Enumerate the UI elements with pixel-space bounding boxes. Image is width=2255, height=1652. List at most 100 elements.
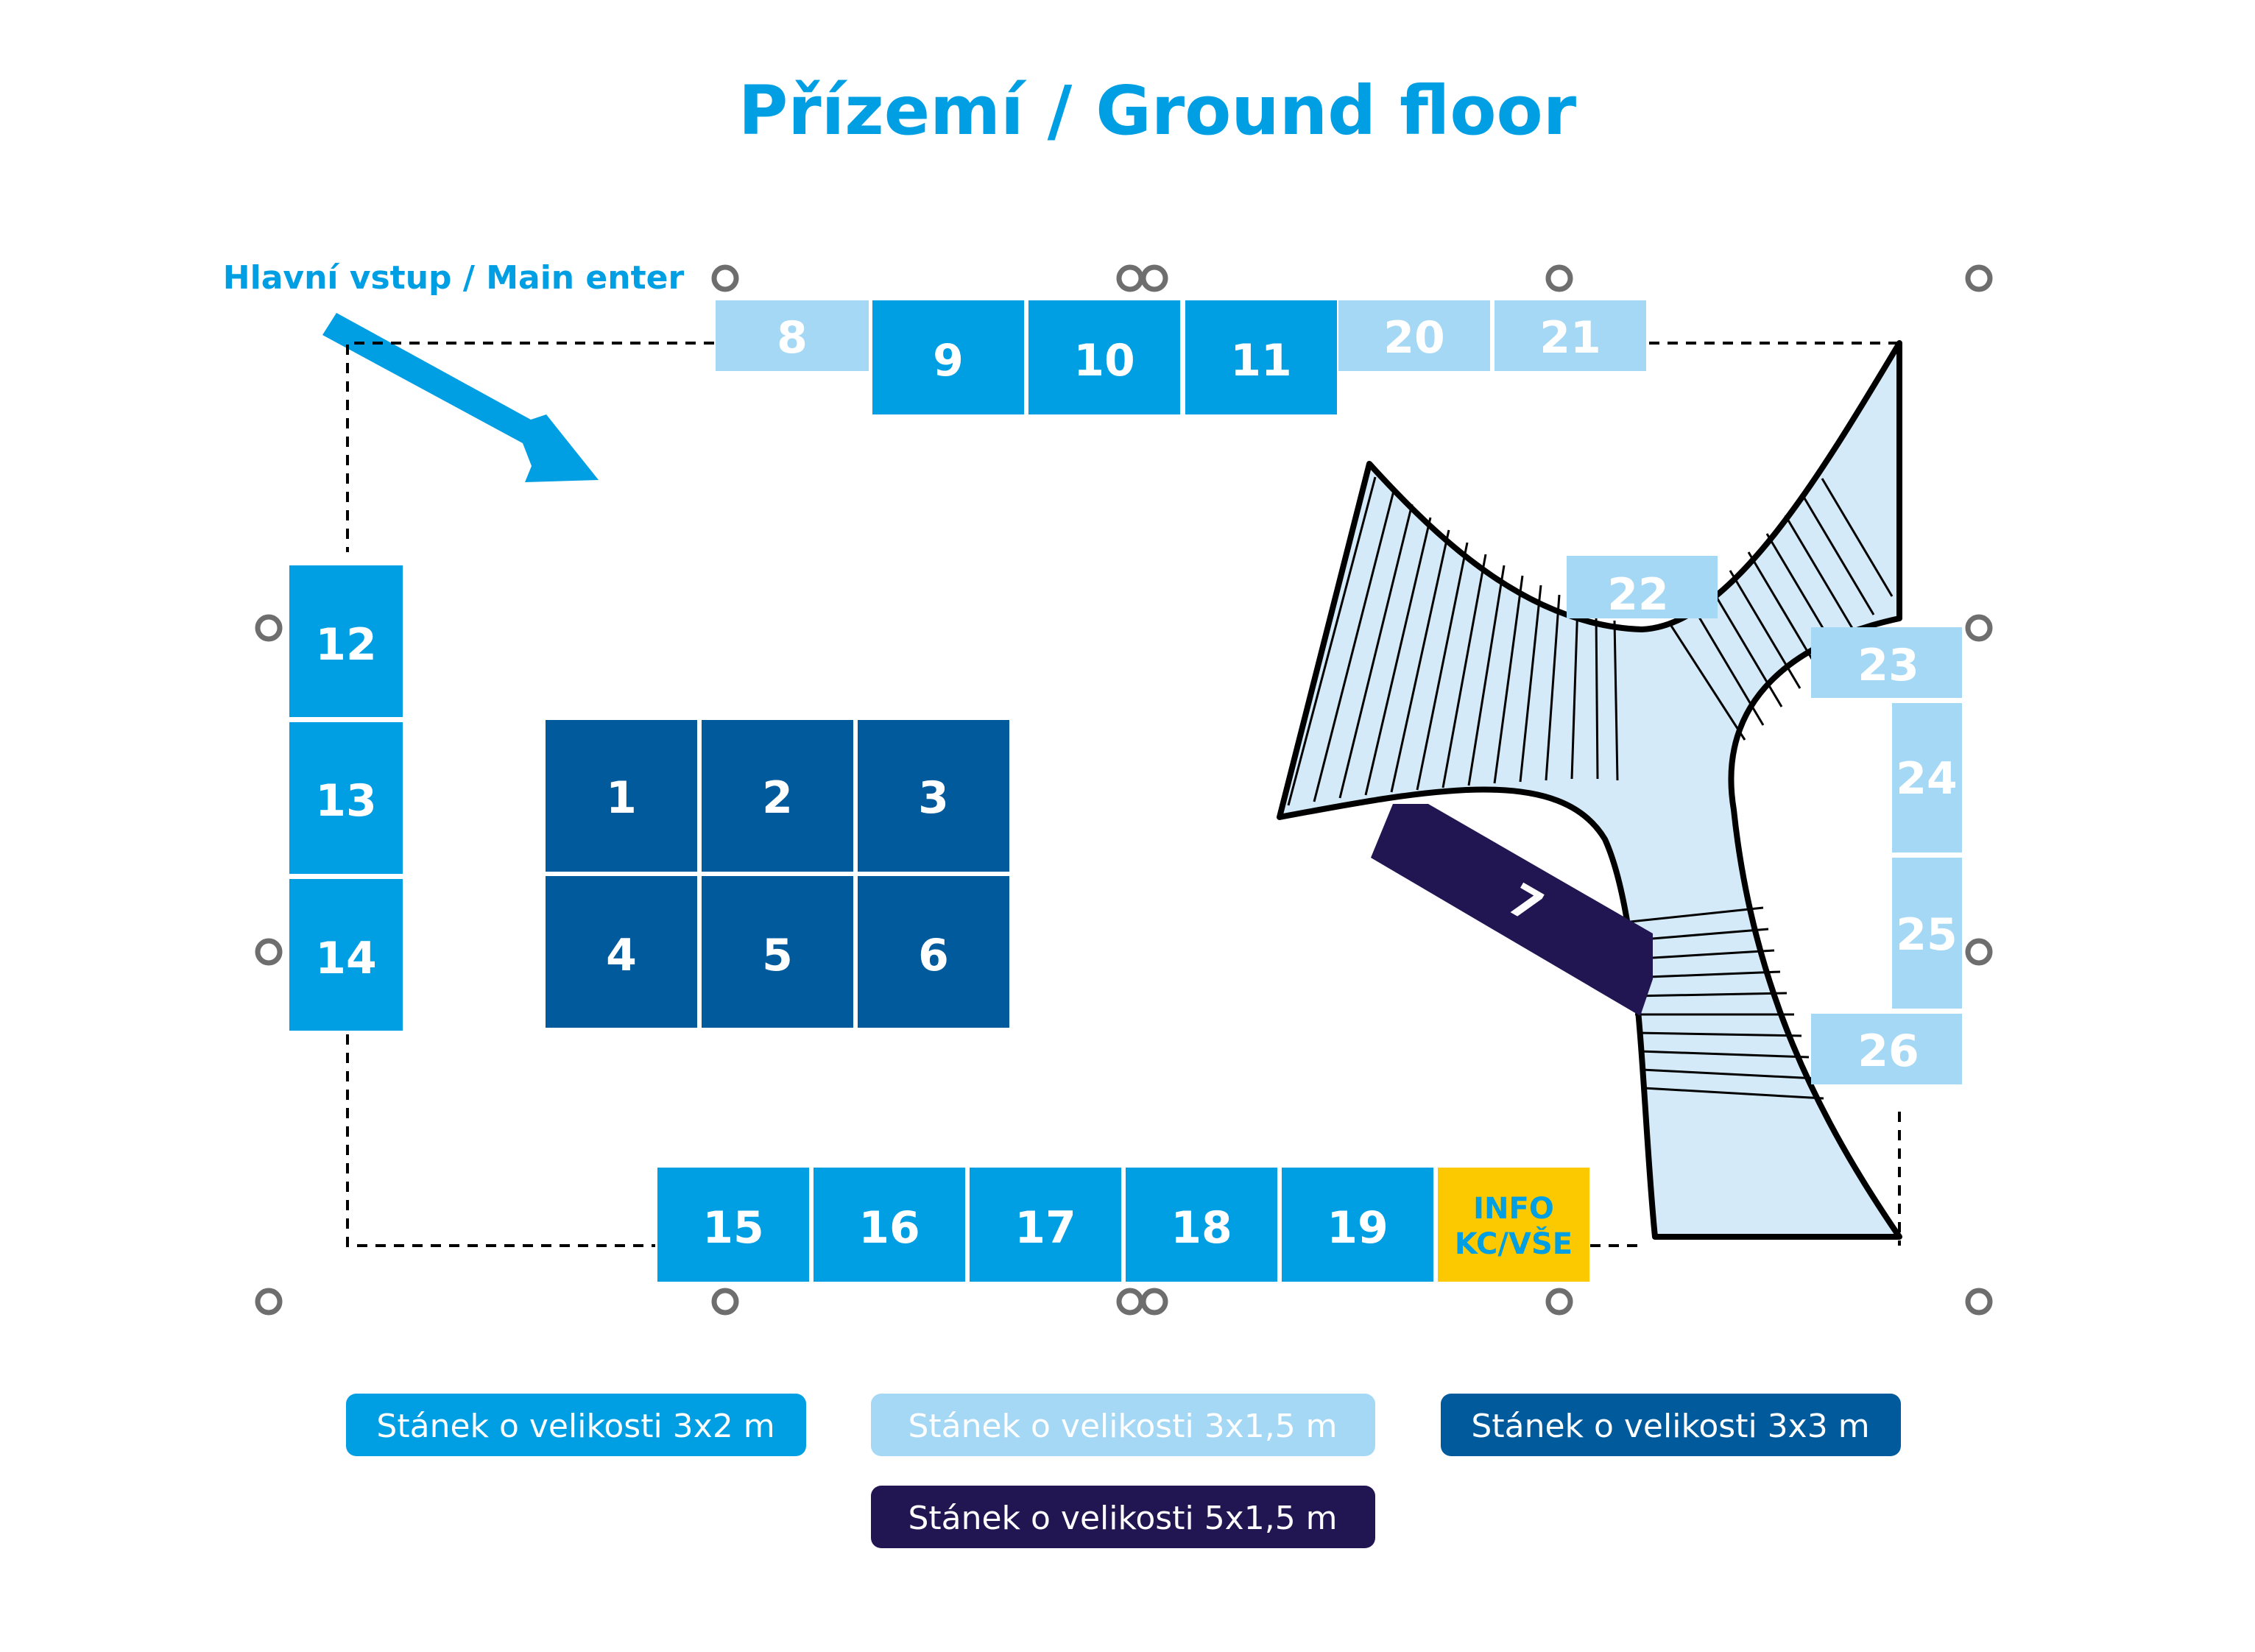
booth-6[interactable]: 6	[858, 876, 1009, 1028]
booth-20-number: 20	[1383, 312, 1445, 364]
column-icon	[255, 1288, 283, 1316]
stair-steps	[1287, 476, 1894, 1100]
booth-10[interactable]: 10	[1028, 300, 1180, 414]
booth-10-number: 10	[1073, 335, 1135, 386]
column-icon	[1545, 264, 1573, 292]
booth-12[interactable]: 12	[289, 565, 403, 717]
booth-6-box	[858, 876, 1009, 1028]
legend-swatch-3x1_5	[871, 1394, 1375, 1456]
booth-16-box	[814, 1168, 965, 1282]
booth-2[interactable]: 2	[702, 720, 853, 872]
booth-9[interactable]: 9	[872, 300, 1024, 414]
booth-24-number: 24	[1896, 753, 1958, 805]
booth-12-box	[289, 565, 403, 717]
column-icon	[711, 264, 739, 292]
column-icon	[1965, 938, 1993, 966]
entrance-label: Hlavní vstup / Main enter	[223, 259, 685, 297]
booth-4-box	[546, 876, 697, 1028]
booth-26-number: 26	[1857, 1026, 1919, 1077]
booth-23-box	[1811, 627, 1962, 698]
column-icon	[1965, 614, 1993, 642]
page-title: Přízemí / Ground floor	[738, 71, 1577, 150]
booth-4[interactable]: 4	[546, 876, 697, 1028]
booth-16[interactable]: 16	[814, 1168, 965, 1282]
booth-23[interactable]: 23	[1811, 627, 1962, 698]
legend-label-3x2: Stánek o velikosti 3x2 m	[376, 1408, 774, 1445]
booth-8-number: 8	[777, 312, 808, 364]
booth-21[interactable]: 21	[1494, 300, 1646, 371]
booth-7-box	[1371, 804, 1653, 1016]
column-icon	[1965, 1288, 1993, 1316]
booth-24[interactable]: 24	[1892, 703, 1962, 853]
booth-19[interactable]: 19	[1282, 1168, 1433, 1282]
booth-25[interactable]: 25	[1892, 858, 1962, 1009]
info-booth[interactable]: INFO KC/VŠE	[1438, 1168, 1589, 1282]
booth-3-box	[858, 720, 1009, 872]
legend: Stánek o velikosti 3x2 m Stánek o veliko…	[346, 1394, 1901, 1548]
column-icon	[1140, 264, 1168, 292]
booth-6-number: 6	[918, 930, 949, 981]
booth-14-number: 14	[315, 933, 377, 984]
column-icon	[255, 614, 283, 642]
booth-22-number: 22	[1607, 569, 1669, 621]
booth-16-number: 16	[858, 1202, 920, 1254]
room-boundary	[346, 342, 1901, 1247]
booth-13-number: 13	[315, 775, 377, 827]
booth-11[interactable]: 11	[1185, 300, 1337, 414]
booth-9-number: 9	[933, 335, 964, 386]
booth-19-number: 19	[1327, 1202, 1388, 1254]
booth-23-number: 23	[1857, 640, 1919, 691]
booth-5-number: 5	[762, 930, 793, 981]
legend-item-3x2: Stánek o velikosti 3x2 m	[346, 1394, 806, 1456]
legend-swatch-3x3	[1441, 1394, 1901, 1456]
booth-14[interactable]: 14	[289, 879, 403, 1031]
booth-25-number: 25	[1896, 909, 1958, 961]
booth-15-box	[657, 1168, 809, 1282]
legend-item-3x1_5: Stánek o velikosti 3x1,5 m	[871, 1394, 1375, 1456]
booth-15-number: 15	[702, 1202, 764, 1254]
booth-13-box	[289, 722, 403, 874]
legend-swatch-3x2	[346, 1394, 806, 1456]
staircase	[1277, 340, 1902, 1240]
booth-17[interactable]: 17	[970, 1168, 1121, 1282]
booth-24-box	[1892, 703, 1962, 853]
booth-9-box	[872, 300, 1024, 414]
booth-19-box	[1282, 1168, 1433, 1282]
booth-18-box	[1126, 1168, 1277, 1282]
booth-25-box	[1892, 858, 1962, 1009]
booth-1-box	[546, 720, 697, 872]
legend-label-3x1_5: Stánek o velikosti 3x1,5 m	[908, 1408, 1337, 1445]
column-icon	[711, 1288, 739, 1316]
booth-21-number: 21	[1539, 312, 1601, 364]
booth-22-box	[1567, 556, 1718, 618]
booth-5[interactable]: 5	[702, 876, 853, 1028]
info-booth-line2: KC/VŠE	[1455, 1226, 1573, 1261]
booth-8[interactable]: 8	[716, 300, 869, 371]
booth-3[interactable]: 3	[858, 720, 1009, 872]
entrance-arrow-icon	[322, 313, 599, 482]
booth-7[interactable]: 7	[1371, 804, 1653, 1016]
booth-18[interactable]: 18	[1126, 1168, 1277, 1282]
booth-2-box	[702, 720, 853, 872]
column-icon	[1116, 1288, 1144, 1316]
booth-22[interactable]: 22	[1567, 556, 1718, 621]
booth-17-number: 17	[1014, 1202, 1076, 1254]
booth-11-box	[1185, 300, 1337, 414]
booth-3-number: 3	[918, 772, 949, 824]
info-booth-box	[1438, 1168, 1589, 1282]
legend-item-5x1_5: Stánek o velikosti 5x1,5 m	[871, 1486, 1375, 1548]
booth-11-number: 11	[1230, 335, 1292, 386]
staircase-outline	[1277, 340, 1902, 1240]
booth-1[interactable]: 1	[546, 720, 697, 872]
booth-20[interactable]: 20	[1338, 300, 1490, 371]
booth-26-box	[1811, 1014, 1962, 1084]
column-icon	[1140, 1288, 1168, 1316]
legend-item-3x3: Stánek o velikosti 3x3 m	[1441, 1394, 1901, 1456]
booth-13[interactable]: 13	[289, 722, 403, 874]
column-icon	[1116, 264, 1144, 292]
booth-8-box	[716, 300, 869, 371]
booth-15[interactable]: 15	[657, 1168, 809, 1282]
booth-4-number: 4	[606, 930, 637, 981]
booth-26[interactable]: 26	[1811, 1014, 1962, 1084]
